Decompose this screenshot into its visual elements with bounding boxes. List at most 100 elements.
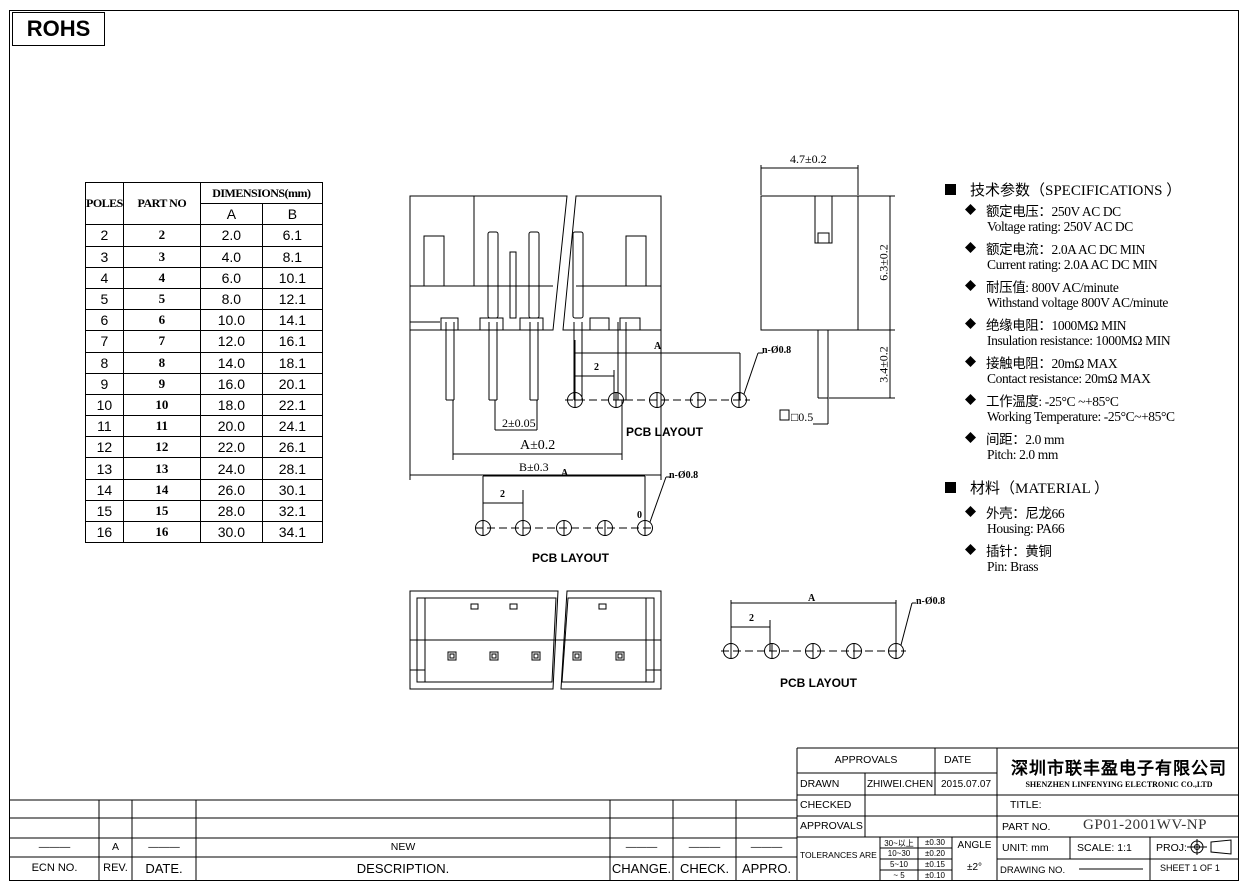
spec-item-en: Contact resistance: 20mΩ MAX [987, 371, 1151, 386]
tolerance-value: ±0.10 [925, 871, 945, 880]
drawn-label: DRAWN [800, 778, 840, 790]
title-label: TITLE: [1010, 799, 1042, 811]
poles-header: POLES [85, 181, 124, 226]
material-item-cn: 外壳：尼龙66 [986, 505, 1065, 521]
material-section-title: 材料（MATERIAL ） [945, 476, 1235, 498]
tolerance-range: 10~30 [887, 849, 911, 858]
angle-label: ANGLE [957, 840, 992, 851]
square-bullet-icon [945, 183, 956, 195]
dim-b-cell: 8.1 [261, 245, 323, 268]
material-item-cn: 插针：黄铜 [986, 543, 1052, 559]
spec-item: 额定电压：250V AC DC [965, 200, 1235, 219]
dim-hole-label-1: n-Ø0.8 [762, 345, 792, 356]
rev-change-value: ——— [625, 841, 658, 853]
drawn-by-value: ZHIWEI.CHEN [866, 779, 934, 790]
poles-cell: 10 [85, 393, 124, 417]
side-width-label: 4.7±0.2 [790, 152, 827, 166]
part-no-cell: 13 [122, 457, 201, 480]
pcb-layout-3 [721, 600, 916, 659]
dim-a-cell: 30.0 [199, 520, 263, 544]
front-view [409, 195, 662, 480]
spec-item: 工作温度: -25°C ~+85°C [965, 390, 1235, 409]
rev-date-value: ——— [148, 841, 180, 853]
tolerance-value: ±0.15 [925, 860, 945, 869]
rev-description-value: NEW [390, 841, 416, 853]
sheet-label: SHEET 1 OF 1 [1160, 863, 1220, 873]
spec-item-cn: 接触电阻：20mΩ MAX [986, 355, 1118, 371]
spec-item-en: Current rating: 2.0A AC DC MIN [987, 257, 1158, 272]
diamond-bullet-icon [965, 356, 976, 367]
pcb-layout-label-2: PCB LAYOUT [532, 551, 609, 565]
part-no-cell: 11 [122, 415, 201, 438]
spec-item-cn: 耐压值: 800V AC/minute [986, 279, 1119, 295]
part-no-value: GP01-2001WV-NP [1083, 817, 1207, 833]
spec-item: 额定电流：2.0A AC DC MIN [965, 238, 1235, 257]
date-col-header: DATE. [145, 861, 183, 876]
rev-header: REV. [103, 862, 128, 874]
dim-hole-label-3: n-Ø0.8 [916, 596, 946, 607]
dim-b-cell: 34.1 [261, 520, 323, 544]
rev-appro-value: ——— [750, 841, 783, 853]
dim-a-cell: 18.0 [199, 393, 263, 417]
dim-hole-label-2: n-Ø0.8 [669, 470, 699, 481]
square-bullet-icon [945, 481, 956, 493]
rev-value: A [111, 841, 119, 853]
checked-label: CHECKED [800, 799, 852, 811]
dim-a-tolerance-label: A±0.2 [520, 438, 556, 453]
spec-section-title: 技术参数（SPECIFICATIONS ） [945, 178, 1235, 200]
spec-item-cn: 间距：2.0 mm [986, 431, 1065, 447]
scale-label: SCALE: 1:1 [1077, 842, 1132, 854]
diamond-bullet-icon [965, 394, 976, 405]
spec-item: 绝缘电阻：1000MΩ MIN [965, 314, 1235, 333]
side-view [760, 165, 895, 425]
dim-b-tolerance-label: B±0.3 [519, 460, 549, 474]
unit-label: UNIT: mm [1002, 842, 1049, 854]
zero-label: 0 [637, 510, 642, 521]
diamond-bullet-icon [965, 204, 976, 215]
pcb-layout-1 [565, 340, 763, 408]
diamond-bullet-icon [965, 506, 976, 517]
tolerances-label: TOLERANCES ARE [800, 850, 877, 860]
dimensions-header: DIMENSIONS(mm) [199, 181, 323, 205]
drawing-frame [9, 10, 1239, 881]
proj-label: PROJ: [1156, 842, 1187, 854]
pcb-layout-label-1: PCB LAYOUT [626, 425, 703, 439]
tolerance-range: 5~10 [889, 860, 909, 869]
spec-item-en: Withstand voltage 800V AC/minute [987, 295, 1169, 310]
pin-square-label: □0.5 [791, 410, 814, 424]
side-height-label: 6.3±0.2 [876, 244, 891, 281]
diamond-bullet-icon [965, 280, 976, 291]
diamond-bullet-icon [965, 242, 976, 253]
company-name-cn: 深圳市联丰盈电子有限公司 [1011, 759, 1227, 779]
diamond-bullet-icon [965, 432, 976, 443]
spec-item-cn: 额定电压：250V AC DC [986, 203, 1121, 219]
description-header: DESCRIPTION. [356, 861, 450, 876]
dim-2-label-1: 2 [594, 362, 599, 373]
dim-b-cell: 12.1 [261, 287, 323, 311]
dim-2-label-3: 2 [749, 613, 754, 624]
part-no-cell: 16 [122, 520, 201, 544]
material-item: 插针：黄铜 [965, 540, 1235, 559]
material-item-en: Pin: Brass [987, 559, 1039, 574]
dim-b-cell: 22.1 [261, 393, 323, 417]
approvals-label: APPROVALS [800, 820, 863, 832]
material-item-en: Housing: PA66 [987, 521, 1065, 536]
dim-a-label-2: A [561, 468, 569, 479]
spec-item: 间距：2.0 mm [965, 428, 1235, 447]
material-item: 外壳：尼龙66 [965, 502, 1235, 521]
rev-check-value: ——— [688, 841, 721, 853]
tolerance-value: ±0.30 [925, 838, 945, 847]
company-name-en: SHENZHEN LINFENYING ELECTRONIC CO.,LTD [1025, 780, 1213, 789]
part-no-label: PART NO. [1002, 821, 1051, 833]
